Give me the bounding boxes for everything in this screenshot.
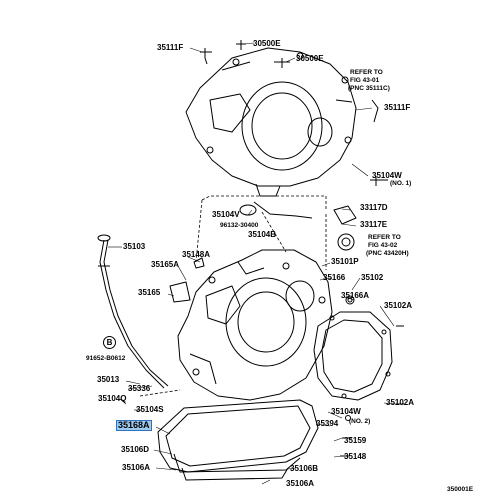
callout-35111F-right: 35111F — [384, 103, 411, 112]
callout-35104Q: 35104Q — [98, 394, 127, 403]
callout-35102: 35102 — [361, 273, 384, 282]
callout-35165: 35165 — [138, 288, 161, 297]
callout-35103: 35103 — [123, 242, 146, 251]
callout-35166: 35166 — [323, 273, 346, 282]
leader-lines — [108, 42, 397, 485]
note-refer-fig43-01-line3: (PNC 35111C) — [348, 85, 390, 92]
callout-96132-30400: 96132-30400 — [220, 222, 259, 229]
callout-35104W-bottom: 35104W — [331, 407, 361, 416]
callout-35106D: 35106D — [121, 445, 150, 454]
callout-30500E-a: 30500E — [253, 39, 281, 48]
reference-lines — [139, 195, 327, 397]
callout-33117D: 33117D — [360, 203, 388, 212]
note-no1: (NO. 1) — [390, 180, 412, 187]
callout-35102A-bottom: 35102A — [386, 398, 415, 407]
callout-30500E-b: 30500E — [296, 54, 324, 63]
callout-35101P: 35101P — [331, 257, 359, 266]
note-no2: (NO. 2) — [349, 418, 371, 425]
callout-35336: 35336 — [128, 384, 151, 393]
callout-35102A-top: 35102A — [384, 301, 413, 310]
oil-pan — [157, 399, 319, 481]
dipstick — [97, 234, 169, 389]
callout-35104B: 35104B — [248, 230, 277, 239]
callout-35106A: 35106A — [122, 463, 151, 472]
callout-35148A: 35148A — [182, 250, 211, 259]
reference-circle-b: B — [103, 336, 116, 349]
callout-91652-B0612: 91652-B0612 — [86, 355, 126, 362]
note-refer-fig43-01-line2: FIG 43-01 — [350, 77, 380, 84]
callout-35104W-right: 35104W — [372, 171, 402, 180]
callout-35104V: 35104V — [212, 210, 240, 219]
note-refer-fig43-02-line1: REFER TO — [368, 234, 401, 241]
callout-35111F-top: 35111F — [157, 43, 184, 52]
callout-35148: 35148 — [344, 452, 367, 461]
illustration-code: 350001E — [447, 486, 474, 493]
note-refer-fig43-01-line1: REFER TO — [350, 69, 383, 76]
callout-35394: 35394 — [316, 419, 339, 428]
callout-35159: 35159 — [344, 436, 367, 445]
callout-35165A: 35165A — [151, 260, 180, 269]
callout-35168A-highlighted[interactable]: 35168A — [116, 420, 152, 431]
callout-33117E: 33117E — [360, 220, 388, 229]
small-parts — [169, 201, 404, 457]
callout-35104S: 35104S — [136, 405, 164, 414]
callout-35106B: 35106B — [290, 464, 319, 473]
side-cover — [313, 295, 393, 401]
note-refer-fig43-02-line2: FIG 43-02 — [368, 242, 398, 249]
callout-35013: 35013 — [97, 375, 120, 384]
note-refer-fig43-02-line3: (PNC 43420H) — [366, 250, 409, 257]
callout-35166A: 35166A — [341, 291, 370, 300]
transaxle-housing-upper — [185, 47, 357, 197]
transaxle-case-lower — [177, 249, 333, 401]
callout-35106A-2: 35106A — [286, 479, 315, 488]
